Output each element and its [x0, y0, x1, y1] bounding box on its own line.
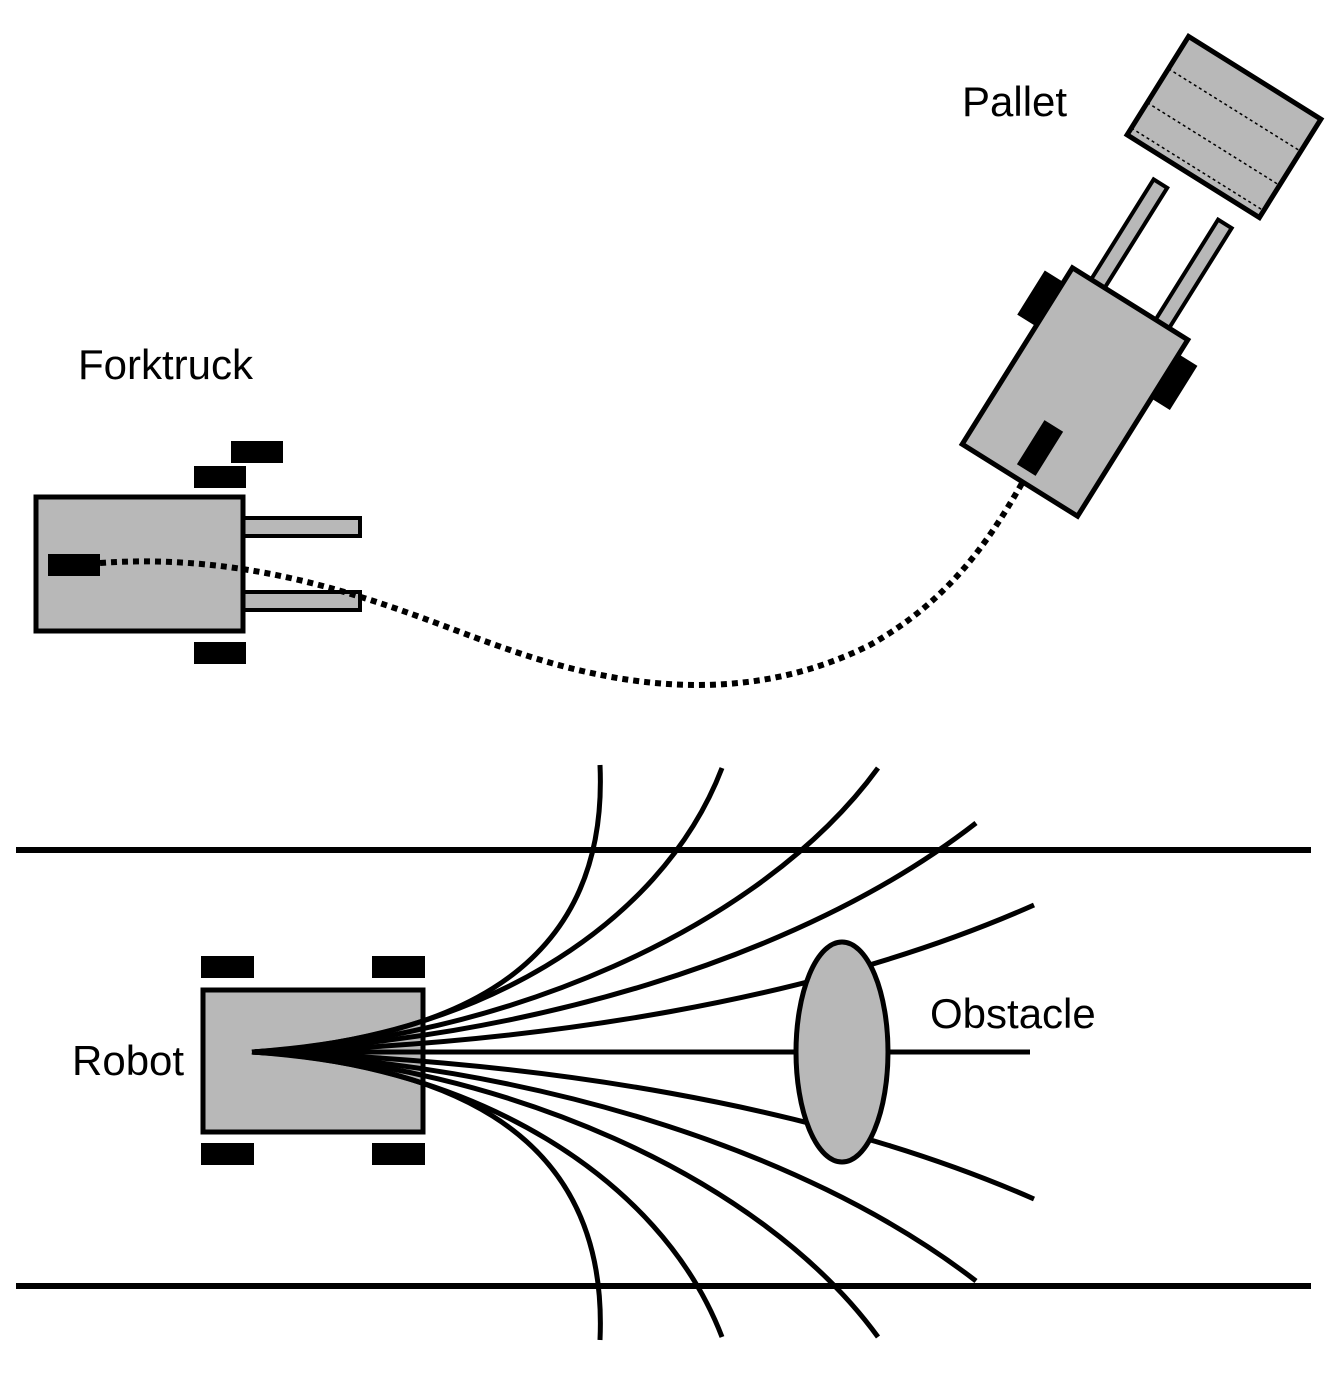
- trajectory: [251, 1049, 603, 1341]
- forktruck-start-marker: [48, 554, 100, 576]
- planned-path: [99, 476, 1028, 688]
- forktruck-end: [958, 176, 1235, 520]
- obstacle: [793, 939, 891, 1165]
- forktruck-start-fork-upper: [240, 516, 362, 538]
- trajectory-fan: [251, 764, 1036, 1341]
- trajectory: [251, 1049, 978, 1283]
- forktruck-end-body: [958, 264, 1192, 520]
- robot-wheel: [372, 956, 425, 978]
- trajectory: [251, 1049, 881, 1339]
- forktruck-label: Forktruck: [78, 341, 254, 388]
- forktruck-end-fork-right: [1152, 216, 1235, 331]
- trajectory: [251, 1049, 1036, 1202]
- trajectory: [251, 821, 978, 1055]
- forktruck-end-wheel-left: [1017, 270, 1064, 327]
- forktruck-end-marker: [1016, 420, 1064, 476]
- forktruck-start-wheel-top-inner: [194, 466, 246, 488]
- forktruck-end-fork-left: [1088, 176, 1170, 291]
- forktruck-end-wheel-right: [1151, 354, 1198, 411]
- forktruck-start: [33, 441, 362, 664]
- forktruck-start-wheel-bottom: [194, 642, 246, 664]
- pallet-label: Pallet: [962, 78, 1067, 125]
- pallet-body: [1123, 33, 1325, 221]
- robot-wheel: [201, 956, 254, 978]
- trajectory: [251, 766, 881, 1055]
- forktruck-start-wheel-top-outer: [231, 441, 283, 463]
- robot-wheel: [201, 1143, 254, 1165]
- pallet-slat: [1146, 101, 1280, 186]
- obstacle-label: Obstacle: [930, 990, 1096, 1037]
- pallet-slat: [1168, 68, 1302, 153]
- trajectory: [251, 902, 1036, 1055]
- pallet: [1123, 33, 1325, 221]
- robot-label: Robot: [72, 1037, 184, 1084]
- robot-wheel: [372, 1143, 425, 1165]
- forktruck-start-fork-lower: [240, 590, 362, 612]
